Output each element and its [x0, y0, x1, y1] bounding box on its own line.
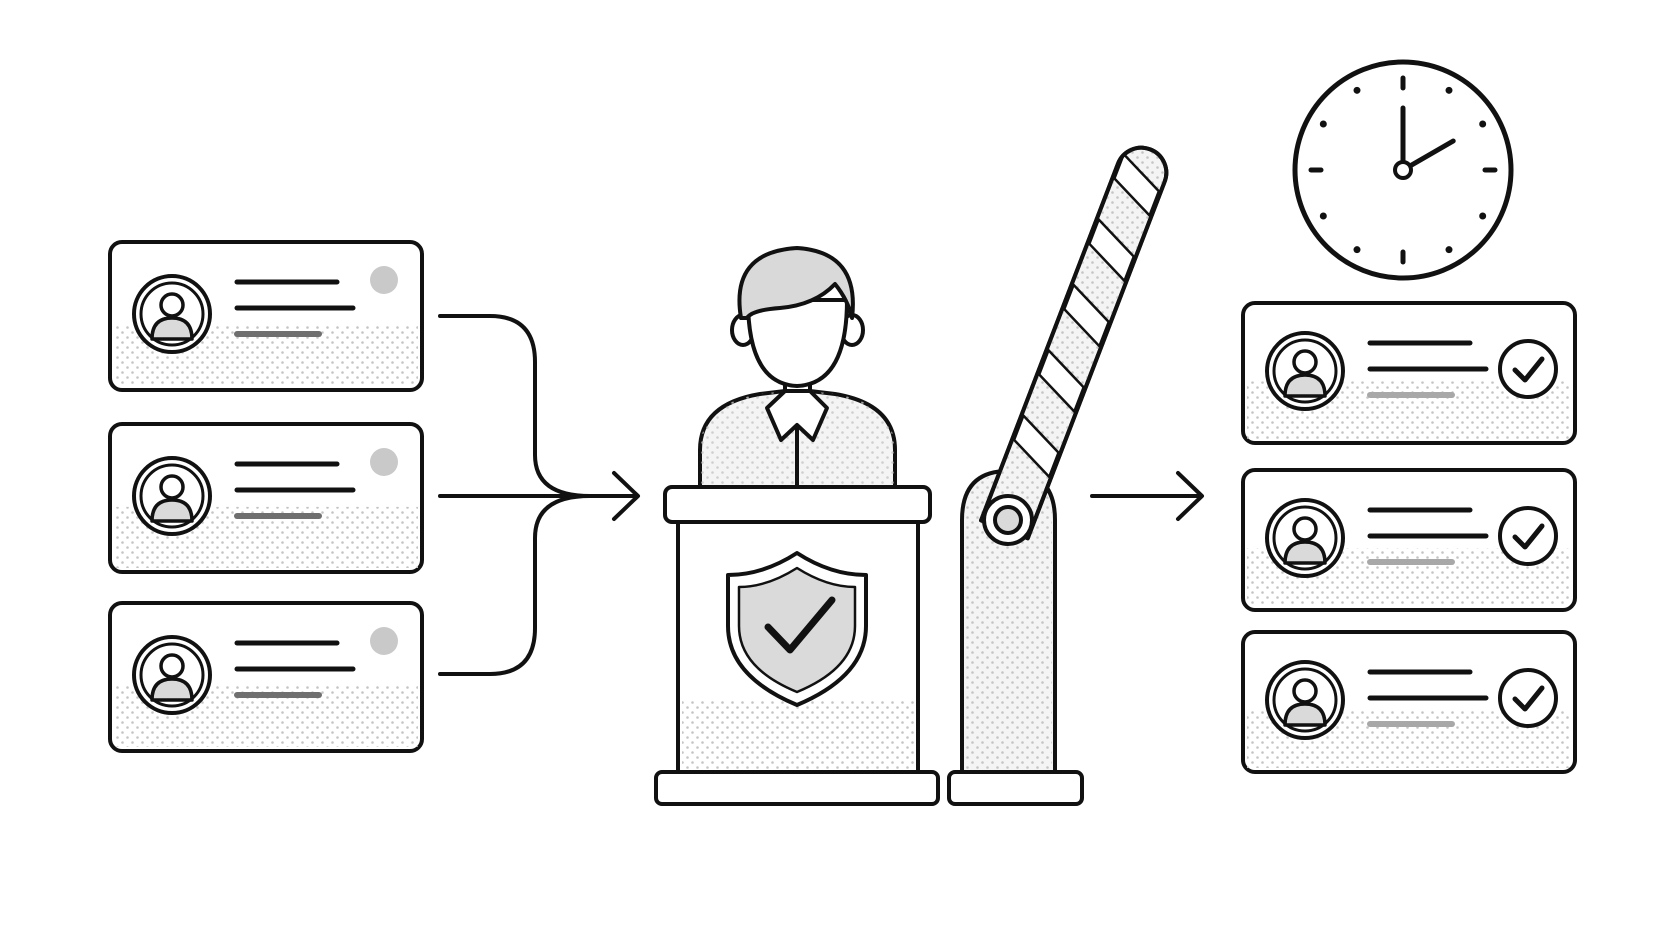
user-avatar-icon	[132, 274, 212, 354]
arrow-into-checkpoint	[612, 471, 640, 521]
check-circle-icon	[1498, 506, 1558, 566]
clock-icon	[1292, 59, 1514, 281]
approved-request-card	[1241, 468, 1577, 612]
barrier-gate-icon	[947, 145, 1169, 806]
podium-base	[654, 770, 940, 806]
pending-request-card	[108, 422, 424, 574]
checkpoint-podium	[654, 485, 940, 806]
user-avatar-icon	[1265, 498, 1345, 578]
approved-request-card	[1241, 301, 1577, 445]
gray-dot-icon	[370, 266, 398, 294]
clock-tick	[1353, 246, 1361, 254]
clock-tick	[1445, 86, 1453, 94]
pending-request-card	[108, 601, 424, 753]
gate-arm-stripe	[1012, 414, 1060, 479]
approved-requests-group	[1241, 301, 1577, 774]
guard-hair	[737, 246, 855, 320]
pending-requests-group	[108, 240, 424, 753]
merge-arrows	[438, 314, 1204, 676]
user-avatar-icon	[1265, 331, 1345, 411]
user-avatar-icon	[132, 456, 212, 536]
check-circle-icon	[1498, 339, 1558, 399]
clock-tick	[1319, 212, 1327, 220]
gate-arm	[979, 145, 1169, 541]
guard-face	[746, 298, 849, 388]
user-avatar-icon	[1265, 660, 1345, 740]
connector-top	[438, 314, 592, 498]
gate-base	[947, 770, 1084, 806]
approved-request-card	[1241, 630, 1577, 774]
guard-person	[698, 246, 897, 485]
clock-tick	[1479, 212, 1487, 220]
clock-tick	[1479, 120, 1487, 128]
clock-tick	[1319, 120, 1327, 128]
check-circle-icon	[1498, 668, 1558, 728]
gray-dot-icon	[370, 448, 398, 476]
clock-tick	[1445, 246, 1453, 254]
pending-request-card	[108, 240, 424, 392]
podium-top	[663, 485, 932, 524]
connector-bottom	[438, 494, 592, 676]
gray-dot-icon	[370, 627, 398, 655]
arrow-to-approved	[1176, 471, 1204, 521]
shield-check-icon	[726, 551, 868, 707]
clock-tick	[1353, 86, 1361, 94]
user-avatar-icon	[132, 635, 212, 715]
